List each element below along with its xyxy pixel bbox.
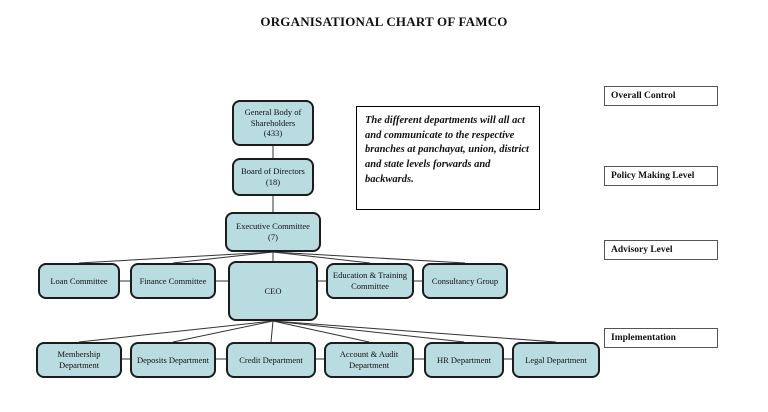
- note-box: The different departments will all act a…: [356, 106, 540, 210]
- node-hr-department: HR Department: [424, 342, 504, 378]
- node-credit-department: Credit Department: [226, 342, 316, 378]
- node-membership-department: Membership Department: [36, 342, 122, 378]
- node-education-training-committee: Education & Training Committee: [326, 263, 414, 299]
- level-label-text: Advisory Level: [611, 245, 673, 255]
- node-board-of-directors: Board of Directors (18): [232, 158, 314, 196]
- node-loan-committee: Loan Committee: [38, 263, 120, 299]
- node-general-body: General Body of Shareholders (433): [232, 100, 314, 146]
- node-count: (7): [268, 232, 278, 242]
- chart-title: ORGANISATIONAL CHART OF FAMCO: [260, 14, 508, 29]
- note-text: The different departments will all act a…: [365, 115, 529, 185]
- node-label: Board of Directors: [241, 166, 305, 177]
- node-legal-department: Legal Department: [512, 342, 600, 378]
- node-executive-committee: Executive Committee (7): [225, 212, 321, 252]
- node-label: Membership Department: [57, 349, 101, 370]
- node-label: Credit Department: [239, 354, 303, 365]
- node-label: General Body of Shareholders: [244, 107, 302, 128]
- node-label: Account & Audit Department: [339, 349, 399, 370]
- node-label: CEO: [264, 285, 282, 296]
- node-account-audit-department: Account & Audit Department: [324, 342, 414, 378]
- node-deposits-department: Deposits Department: [130, 342, 216, 378]
- level-label-text: Overall Control: [611, 91, 676, 101]
- node-label: Consultancy Group: [431, 275, 499, 286]
- node-consultancy-group: Consultancy Group: [422, 263, 508, 299]
- node-label: Loan Committee: [50, 275, 108, 286]
- level-label-advisory: Advisory Level: [604, 240, 718, 260]
- node-label: Executive Committee: [236, 221, 310, 232]
- node-label: HR Department: [436, 354, 492, 365]
- node-ceo: CEO: [228, 261, 318, 321]
- node-count: (18): [265, 177, 281, 187]
- level-label-implementation: Implementation: [604, 328, 718, 348]
- level-label-policy-making: Policy Making Level: [604, 166, 718, 186]
- node-label: Finance Committee: [139, 275, 207, 286]
- level-label-overall-control: Overall Control: [604, 86, 718, 106]
- node-finance-committee: Finance Committee: [130, 263, 216, 299]
- node-label: Legal Department: [525, 354, 587, 365]
- level-label-text: Policy Making Level: [611, 171, 695, 181]
- node-label: Education & Training Committee: [332, 270, 408, 291]
- node-label: Deposits Department: [137, 354, 209, 365]
- level-label-text: Implementation: [611, 333, 676, 343]
- node-count: (433): [263, 128, 283, 139]
